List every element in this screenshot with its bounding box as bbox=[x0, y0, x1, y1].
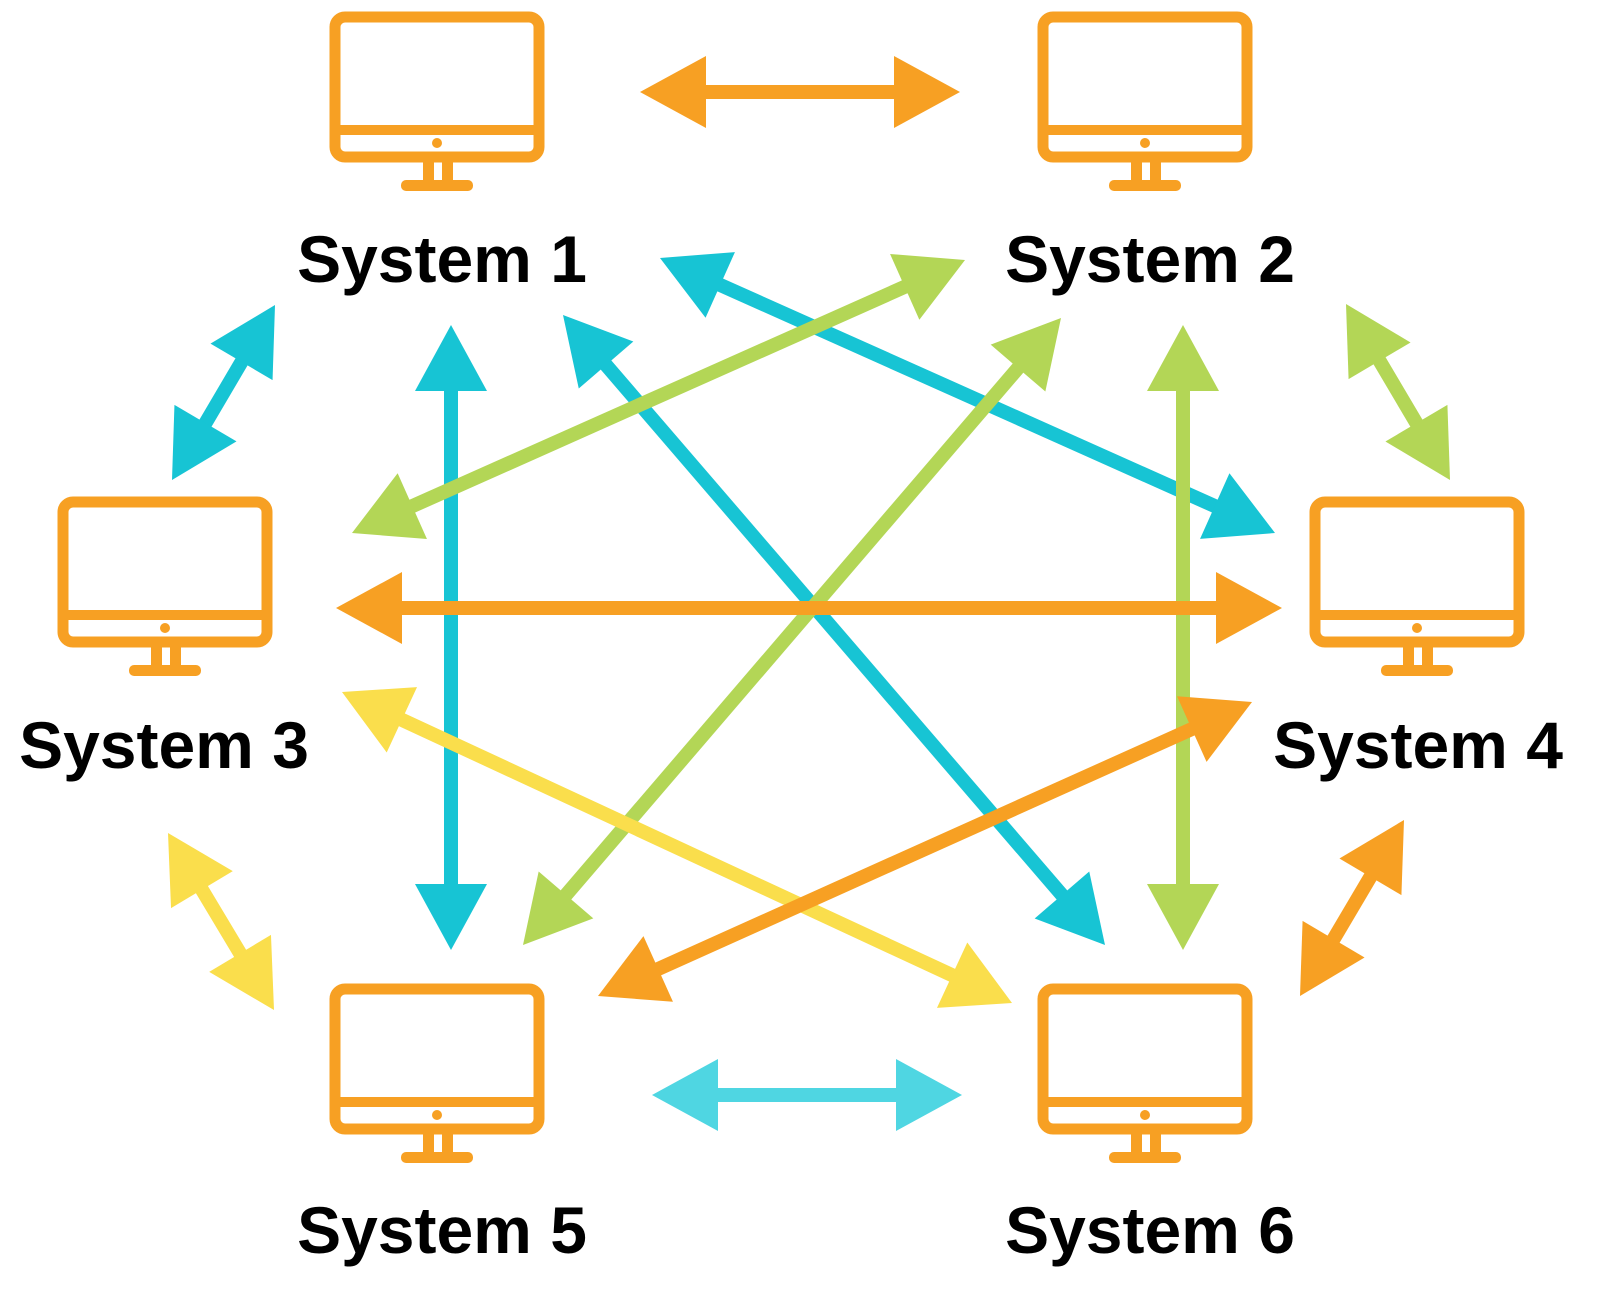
arrowhead-start bbox=[990, 318, 1061, 392]
arrowhead-end bbox=[172, 404, 237, 480]
system-label-s3: System 3 bbox=[19, 708, 309, 782]
system-node-s2: System 2 bbox=[1005, 11, 1295, 296]
system-node-s1: System 1 bbox=[297, 11, 587, 296]
arrowhead-end bbox=[1147, 884, 1219, 950]
connection-s2-s4-arrow bbox=[1346, 304, 1450, 480]
arrowhead-start bbox=[1177, 696, 1252, 762]
connection-s1-s4-arrow bbox=[660, 252, 1275, 539]
arrowhead-start bbox=[210, 305, 275, 381]
arrowhead-end bbox=[1385, 404, 1450, 480]
arrowhead-start bbox=[1339, 820, 1404, 896]
connection-line bbox=[583, 340, 1085, 920]
system-label-s2: System 2 bbox=[1005, 222, 1295, 296]
arrowhead-end bbox=[894, 56, 960, 128]
system-node-s3: System 3 bbox=[19, 496, 309, 782]
system-node-s6: System 6 bbox=[1005, 983, 1295, 1267]
arrowhead-end bbox=[1200, 473, 1275, 539]
connection-line bbox=[693, 267, 1242, 524]
arrowhead-end bbox=[523, 871, 594, 945]
connection-s4-s5-arrow bbox=[598, 696, 1252, 1002]
connection-s1-s5-arrow bbox=[415, 325, 487, 950]
arrowhead-end bbox=[209, 934, 274, 1010]
arrowhead-end bbox=[896, 1059, 962, 1131]
computer-monitor-icon bbox=[329, 983, 545, 1163]
system-node-s5: System 5 bbox=[297, 983, 587, 1267]
system-label-s4: System 4 bbox=[1273, 708, 1563, 782]
connection-line bbox=[631, 712, 1219, 986]
system-label-s5: System 5 bbox=[297, 1193, 587, 1267]
arrowhead-end bbox=[598, 936, 673, 1002]
connection-line bbox=[385, 269, 932, 524]
computer-monitor-icon bbox=[1309, 496, 1525, 676]
arrowhead-end bbox=[1034, 871, 1105, 945]
arrowhead-end bbox=[936, 942, 1012, 1008]
system-label-s6: System 6 bbox=[1005, 1193, 1295, 1267]
arrowhead-start bbox=[563, 315, 634, 389]
arrowhead-start bbox=[652, 1059, 718, 1131]
arrowhead-start bbox=[890, 253, 965, 320]
connection-s2-s3-arrow bbox=[352, 253, 965, 540]
connection-s2-s5-arrow bbox=[523, 318, 1061, 945]
connection-s3-s6-arrow bbox=[342, 687, 1012, 1008]
arrowhead-start bbox=[168, 833, 233, 909]
computer-monitor-icon bbox=[1037, 983, 1253, 1163]
arrowhead-start bbox=[1147, 325, 1219, 391]
connection-s2-s6-arrow bbox=[1147, 325, 1219, 950]
connection-s5-s6-arrow bbox=[652, 1059, 962, 1131]
arrowhead-start bbox=[336, 572, 402, 644]
connection-s1-s2-arrow bbox=[640, 56, 960, 128]
arrowhead-end bbox=[1300, 920, 1365, 996]
system-label-s1: System 1 bbox=[297, 222, 587, 296]
connections-layer bbox=[168, 56, 1450, 1131]
arrowhead-end bbox=[1216, 572, 1282, 644]
connection-s3-s4-arrow bbox=[336, 572, 1282, 644]
computer-monitor-icon bbox=[57, 496, 273, 676]
system-node-s4: System 4 bbox=[1273, 496, 1563, 782]
arrowhead-start bbox=[640, 56, 706, 128]
arrowhead-end bbox=[352, 473, 427, 540]
arrowhead-start bbox=[342, 687, 418, 753]
connection-s1-s3-arrow bbox=[172, 305, 275, 480]
arrowhead-start bbox=[1346, 304, 1411, 380]
connection-s4-s6-arrow bbox=[1300, 820, 1404, 996]
arrowhead-end bbox=[415, 884, 487, 950]
arrowhead-start bbox=[415, 325, 487, 391]
computer-monitor-icon bbox=[329, 11, 545, 191]
computer-monitor-icon bbox=[1037, 11, 1253, 191]
connection-s3-s5-arrow bbox=[168, 833, 274, 1010]
arrowhead-start bbox=[660, 252, 735, 318]
connection-line bbox=[375, 702, 979, 993]
systems-layer: System 1 System 2 System 3 System 4 System 5… bbox=[19, 11, 1563, 1267]
